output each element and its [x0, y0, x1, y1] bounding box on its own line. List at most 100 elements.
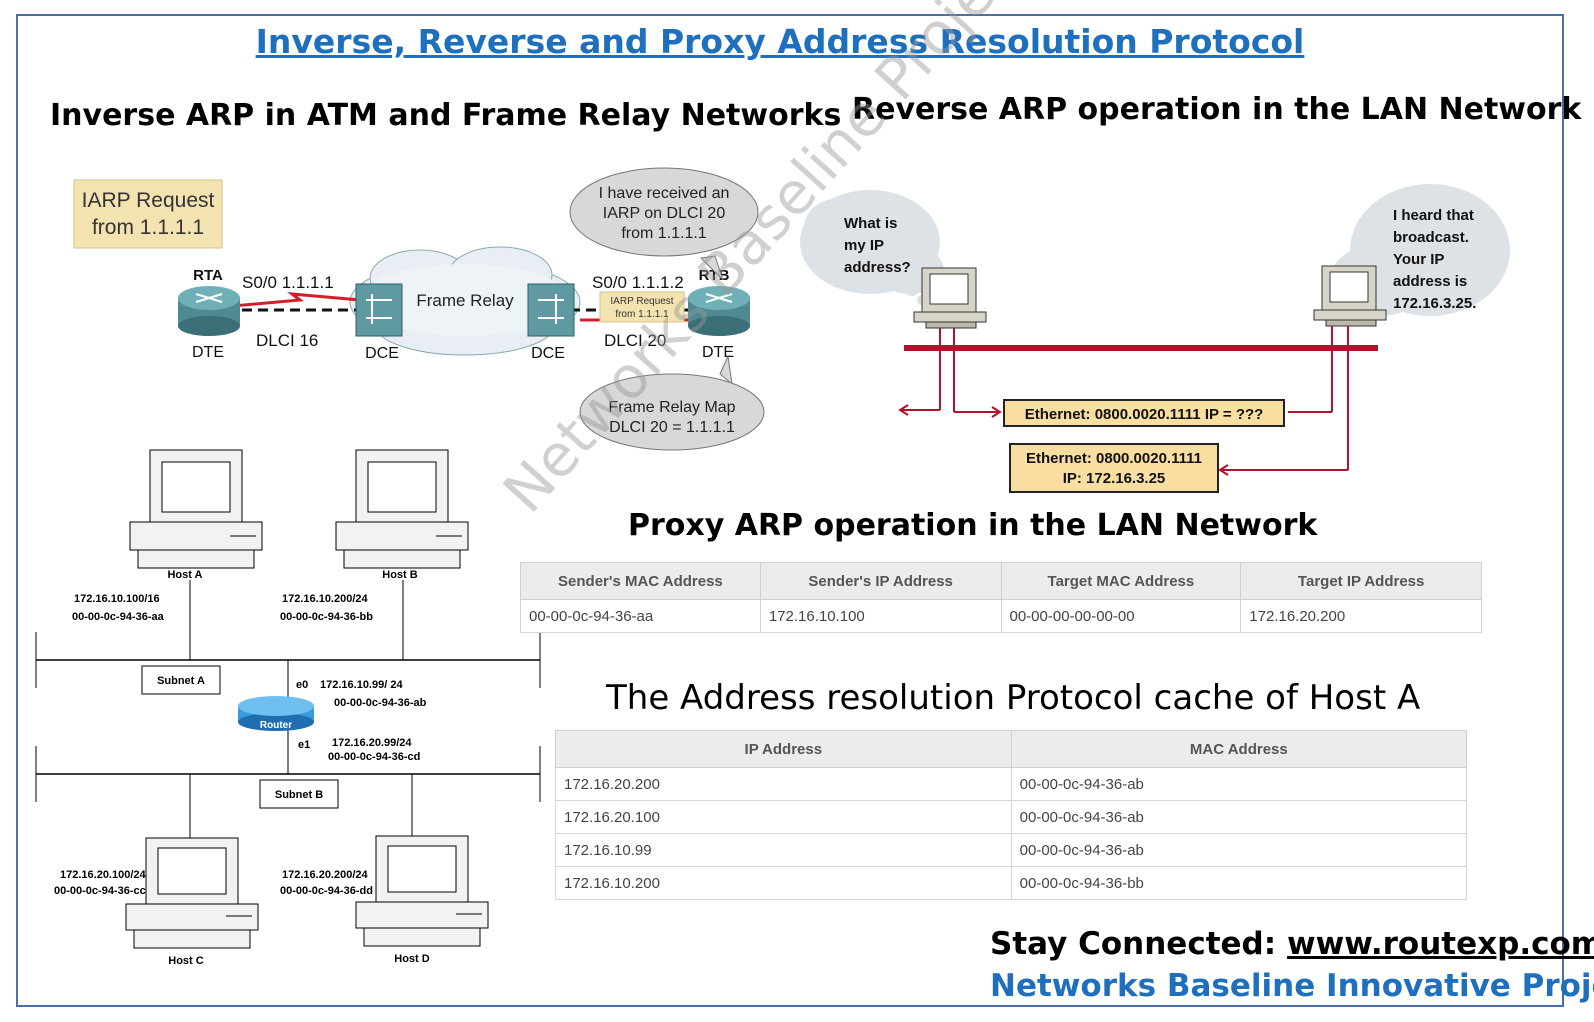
proxy-cell: 172.16.10.100 — [759, 599, 1002, 633]
rta-interface-label: S0/0 1.1.1.1 — [242, 273, 334, 292]
iarp-note-line2: from 1.1.1.1 — [92, 216, 204, 239]
table-row: 00-00-0c-94-36-aa 172.16.10.100 00-00-00… — [520, 599, 1482, 633]
proxy-cell: 172.16.20.200 — [1240, 599, 1482, 633]
subnet-b-label: Subnet B — [275, 789, 323, 801]
router-label: Router — [260, 720, 292, 731]
e1-ip: 172.16.20.99/24 — [332, 737, 412, 749]
proxy-arp-heading: Proxy ARP operation in the LAN Network — [628, 508, 1318, 543]
svg-text:I have received an: I have received an — [599, 185, 730, 202]
rtb-label: RTB — [699, 267, 730, 284]
host-b-ip: 172.16.10.200/24 — [282, 593, 369, 605]
bubble-received-iarp: I have received an IARP on DLCI 20 from … — [569, 167, 759, 281]
cache-header-cell: MAC Address — [1010, 730, 1468, 768]
cache-cell: 172.16.20.100 — [555, 800, 1012, 834]
rarp-reply-box: Ethernet: 0800.0020.1111 IP: 172.16.3.25 — [1009, 443, 1219, 493]
e0-ip: 172.16.10.99/ 24 — [320, 679, 403, 691]
host-c-label: Host C — [168, 955, 204, 967]
svg-text:DLCI 20 = 1.1.1.1: DLCI 20 = 1.1.1.1 — [609, 419, 735, 436]
e1-label: e1 — [298, 739, 310, 751]
host-b-pc-icon — [335, 449, 469, 569]
inverse-arp-diagram: IARP Request from 1.1.1.1 Frame Relay — [73, 167, 765, 451]
proxy-header-cell: Sender's IP Address — [759, 562, 1002, 600]
svg-text:my IP: my IP — [844, 237, 884, 254]
dte-right-label: DTE — [702, 344, 734, 361]
svg-text:address is: address is — [1393, 273, 1467, 290]
page-title: Inverse, Reverse and Proxy Address Resol… — [255, 22, 1305, 61]
frame-relay-cloud: Frame Relay — [349, 246, 581, 356]
proxy-cell: 00-00-0c-94-36-aa — [520, 599, 761, 633]
reverse-arp-diagram: What is my IP address? I heard that broa… — [800, 184, 1510, 493]
dlci-left-label: DLCI 16 — [256, 331, 318, 350]
svg-text:address?: address? — [844, 259, 911, 276]
host-d-pc-icon — [355, 835, 489, 947]
svg-text:IARP Request: IARP Request — [610, 296, 673, 307]
e1-mac: 00-00-0c-94-36-cd — [328, 751, 420, 763]
website-link[interactable]: www.routexp.com — [1286, 926, 1594, 962]
svg-text:broadcast.: broadcast. — [1393, 229, 1469, 246]
cache-cell: 172.16.10.99 — [555, 833, 1012, 867]
dlci-right-label: DLCI 20 — [604, 331, 666, 350]
svg-text:Ethernet: 0800.0020.1111: Ethernet: 0800.0020.1111 — [1026, 450, 1202, 467]
cache-header-row: IP Address MAC Address — [555, 730, 1468, 768]
cache-header-cell: IP Address — [555, 730, 1012, 768]
switch-left-icon — [355, 283, 403, 337]
host-d-mac: 00-00-0c-94-36-dd — [280, 885, 373, 897]
svg-text:from 1.1.1.1: from 1.1.1.1 — [615, 309, 669, 320]
rtb-interface-label: S0/0 1.1.1.2 — [592, 273, 684, 292]
iarp-request-note: IARP Request from 1.1.1.1 — [73, 179, 223, 249]
stay-connected: Stay Connected: www.routexp.com — [990, 926, 1594, 962]
stay-connected-label: Stay Connected: — [990, 926, 1277, 962]
host-b-label: Host B — [382, 569, 418, 581]
svg-text:I heard that: I heard that — [1393, 207, 1474, 224]
host-a-mac: 00-00-0c-94-36-aa — [72, 611, 165, 623]
dte-left-label: DTE — [192, 344, 224, 361]
host-d-ip: 172.16.20.200/24 — [282, 869, 369, 881]
frame-relay-label: Frame Relay — [416, 291, 514, 310]
arp-cache-heading: The Address resolution Protocol cache of… — [606, 678, 1421, 718]
proxy-header-cell: Target IP Address — [1240, 562, 1482, 600]
host-a-pc-icon — [129, 449, 263, 569]
rarp-server-pc-icon — [1313, 265, 1387, 327]
subnet-b-box — [259, 779, 339, 809]
e0-label: e0 — [296, 679, 308, 691]
cache-cell: 172.16.20.200 — [555, 767, 1012, 801]
proxy-header-cell: Target MAC Address — [1000, 562, 1242, 600]
svg-text:IP: 172.16.3.25: IP: 172.16.3.25 — [1063, 470, 1166, 487]
rarp-client-pc-icon — [913, 267, 987, 329]
dce-right-label: DCE — [531, 345, 565, 362]
brand-name: Networks Baseline Innovative Project — [990, 968, 1594, 1004]
host-b-mac: 00-00-0c-94-36-bb — [280, 611, 373, 623]
cache-cell: 00-00-0c-94-36-ab — [1010, 833, 1468, 867]
proxy-header-cell: Sender's MAC Address — [520, 562, 761, 600]
svg-text:What is: What is — [844, 215, 897, 232]
dce-left-label: DCE — [365, 345, 399, 362]
host-c-ip: 172.16.20.100/24 — [60, 869, 147, 881]
host-a-label: Host A — [167, 569, 202, 581]
subnet-a-box — [141, 665, 221, 695]
router-rta-icon — [178, 286, 240, 336]
cache-cell: 172.16.10.200 — [555, 866, 1012, 900]
host-a-ip: 172.16.10.100/16 — [74, 593, 160, 605]
inverse-arp-heading: Inverse ARP in ATM and Frame Relay Netwo… — [50, 98, 842, 133]
subnet-a-label: Subnet A — [157, 675, 205, 687]
proxy-header-row: Sender's MAC Address Sender's IP Address… — [520, 562, 1482, 600]
right-cloud-bubble: I heard that broadcast. Your IP address … — [1330, 184, 1510, 316]
svg-text:Your IP: Your IP — [1393, 251, 1444, 268]
svg-text:from 1.1.1.1: from 1.1.1.1 — [621, 225, 706, 242]
reverse-arp-heading: Reverse ARP operation in the LAN Network — [852, 92, 1582, 127]
rarp-request-box: Ethernet: 0800.0020.1111 IP = ??? — [1003, 399, 1285, 427]
host-d-label: Host D — [394, 953, 430, 965]
proxy-arp-lan-diagram: Host A Host B 172.16.10.100/16 00-00-0c-… — [35, 449, 541, 967]
cache-cell: 00-00-0c-94-36-ab — [1010, 800, 1468, 834]
serial-link-left — [209, 292, 361, 310]
host-c-pc-icon — [125, 837, 259, 949]
proxy-cell: 00-00-00-00-00-00 — [1000, 599, 1242, 633]
rta-label: RTA — [193, 267, 223, 284]
switch-right-icon — [527, 283, 575, 337]
svg-text:Ethernet: 0800.0020.1111 IP =: Ethernet: 0800.0020.1111 IP = ??? — [1025, 406, 1264, 423]
